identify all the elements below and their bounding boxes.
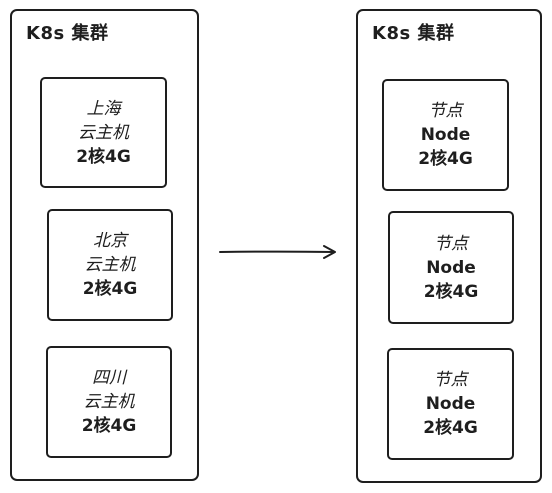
right-node-spec: 2核4G — [423, 281, 479, 302]
right-node-spec: 2核4G — [418, 149, 473, 169]
right-node-name: Node — [425, 394, 476, 414]
left-node-region: 上海 — [86, 98, 121, 119]
right-node-box-1: 节点 Node 2核4G — [382, 79, 509, 191]
right-node-label: 节点 — [433, 370, 468, 390]
left-node-spec: 2核4G — [76, 146, 131, 167]
right-node-spec: 2核4G — [423, 418, 478, 438]
left-node-box-beijing: 北京 云主机 2核4G — [47, 209, 173, 321]
right-node-box-2: 节点 Node 2核4G — [388, 211, 514, 324]
left-node-spec: 2核4G — [81, 416, 137, 436]
right-node-box-3: 节点 Node 2核4G — [387, 348, 514, 460]
left-node-box-shanghai: 上海 云主机 2核4G — [40, 77, 167, 188]
left-node-type: 云主机 — [84, 255, 136, 275]
left-node-region: 四川 — [92, 368, 126, 388]
left-node-spec: 2核4G — [82, 279, 138, 299]
left-node-region: 北京 — [93, 231, 127, 251]
right-node-label: 节点 — [434, 233, 468, 254]
left-node-type: 云主机 — [83, 392, 135, 412]
right-arrow-icon — [219, 245, 336, 259]
left-node-type: 云主机 — [78, 122, 129, 143]
right-cluster-title: K8s 集群 — [372, 23, 455, 44]
right-node-name: Node — [420, 125, 471, 145]
left-cluster-title: K8s 集群 — [26, 23, 109, 44]
left-node-box-sichuan: 四川 云主机 2核4G — [46, 346, 172, 458]
right-node-name: Node — [426, 257, 476, 278]
right-node-label: 节点 — [428, 101, 463, 121]
